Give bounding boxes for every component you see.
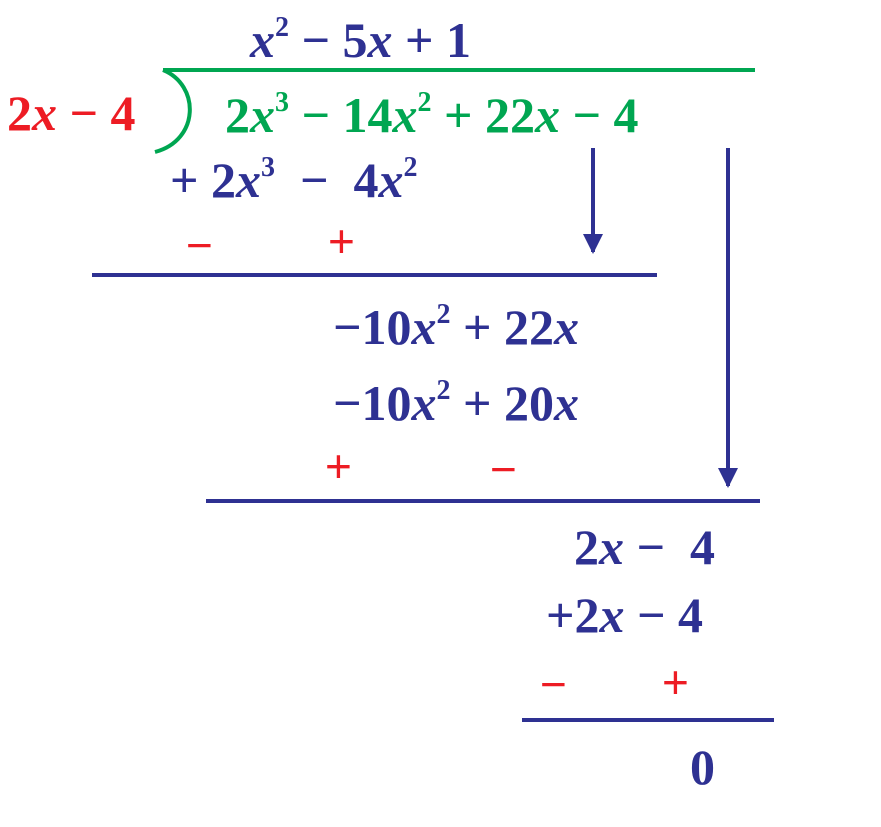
step2-remainder: −10x2 + 22x bbox=[333, 299, 579, 355]
step1-c1: + 2 bbox=[170, 152, 236, 208]
dividend-c3: + 22 bbox=[431, 87, 535, 143]
division-bracket bbox=[154, 68, 192, 154]
dividend-c1: 2 bbox=[225, 87, 250, 143]
dividend: 2x3 − 14x2 + 22x − 4 bbox=[225, 87, 639, 143]
final-remainder: 0 bbox=[690, 739, 715, 795]
step1-e1: 3 bbox=[261, 152, 275, 183]
dividend-c4: − 4 bbox=[560, 87, 639, 143]
step2-r-v2: x bbox=[554, 299, 579, 355]
step2-p-c1: −10 bbox=[333, 375, 412, 431]
quotient-x2: x bbox=[367, 12, 393, 68]
step1-v2: x bbox=[378, 152, 404, 208]
step1-product: + 2x3 − 4x2 bbox=[170, 152, 418, 208]
dividend-v1: x bbox=[250, 87, 275, 143]
step3-sign-2: + bbox=[662, 656, 689, 708]
quotient: x2 − 5x + 1 bbox=[250, 12, 471, 68]
step3-remainder: 2x − 4 bbox=[574, 522, 715, 572]
step2-r-c1: −10 bbox=[333, 299, 412, 355]
divisor-coef: 2 bbox=[7, 85, 32, 141]
divisor-x: x bbox=[32, 85, 57, 141]
quotient-plus-1: + 1 bbox=[392, 12, 471, 68]
step3-p-c1: +2 bbox=[546, 587, 600, 643]
divisor: 2x − 4 bbox=[7, 88, 136, 138]
step1-sign-2: + bbox=[328, 215, 355, 267]
step3-r-v1: x bbox=[599, 519, 624, 575]
step2-p-v1: x bbox=[411, 375, 437, 431]
step2-rule bbox=[206, 499, 760, 503]
step1-v1: x bbox=[236, 152, 261, 208]
step2-sign-2: − bbox=[490, 443, 517, 495]
step3-p-c2: − 4 bbox=[624, 587, 703, 643]
quotient-minus-5: − 5 bbox=[289, 12, 368, 68]
quotient-x: x bbox=[250, 12, 275, 68]
step3-r-c2: − 4 bbox=[624, 519, 716, 575]
step2-p-v2: x bbox=[554, 375, 579, 431]
divisor-rest: − 4 bbox=[57, 85, 136, 141]
step1-rule bbox=[92, 273, 657, 277]
step1-e2: 2 bbox=[403, 152, 418, 183]
step1-c2: − 4 bbox=[275, 152, 379, 208]
step2-r-c2: + 22 bbox=[450, 299, 554, 355]
dividend-e1: 3 bbox=[275, 87, 289, 118]
step3-product: +2x − 4 bbox=[546, 590, 703, 640]
step2-p-e1: 2 bbox=[436, 375, 451, 406]
step2-p-c2: + 20 bbox=[450, 375, 554, 431]
step3-r-c1: 2 bbox=[574, 519, 599, 575]
dividend-c2: − 14 bbox=[289, 87, 393, 143]
step2-product: −10x2 + 20x bbox=[333, 375, 579, 431]
step2-sign-1: + bbox=[325, 440, 352, 492]
step3-rule bbox=[522, 718, 774, 722]
step3-p-v1: x bbox=[599, 587, 625, 643]
dividend-v3: x bbox=[535, 87, 560, 143]
dividend-e2: 2 bbox=[417, 87, 432, 118]
step2-r-e1: 2 bbox=[436, 299, 451, 330]
step3-sign-1: − bbox=[540, 658, 567, 710]
step1-sign-1: − bbox=[186, 219, 213, 271]
quotient-exp: 2 bbox=[275, 12, 289, 43]
dividend-v2: x bbox=[392, 87, 418, 143]
step2-r-v1: x bbox=[411, 299, 437, 355]
